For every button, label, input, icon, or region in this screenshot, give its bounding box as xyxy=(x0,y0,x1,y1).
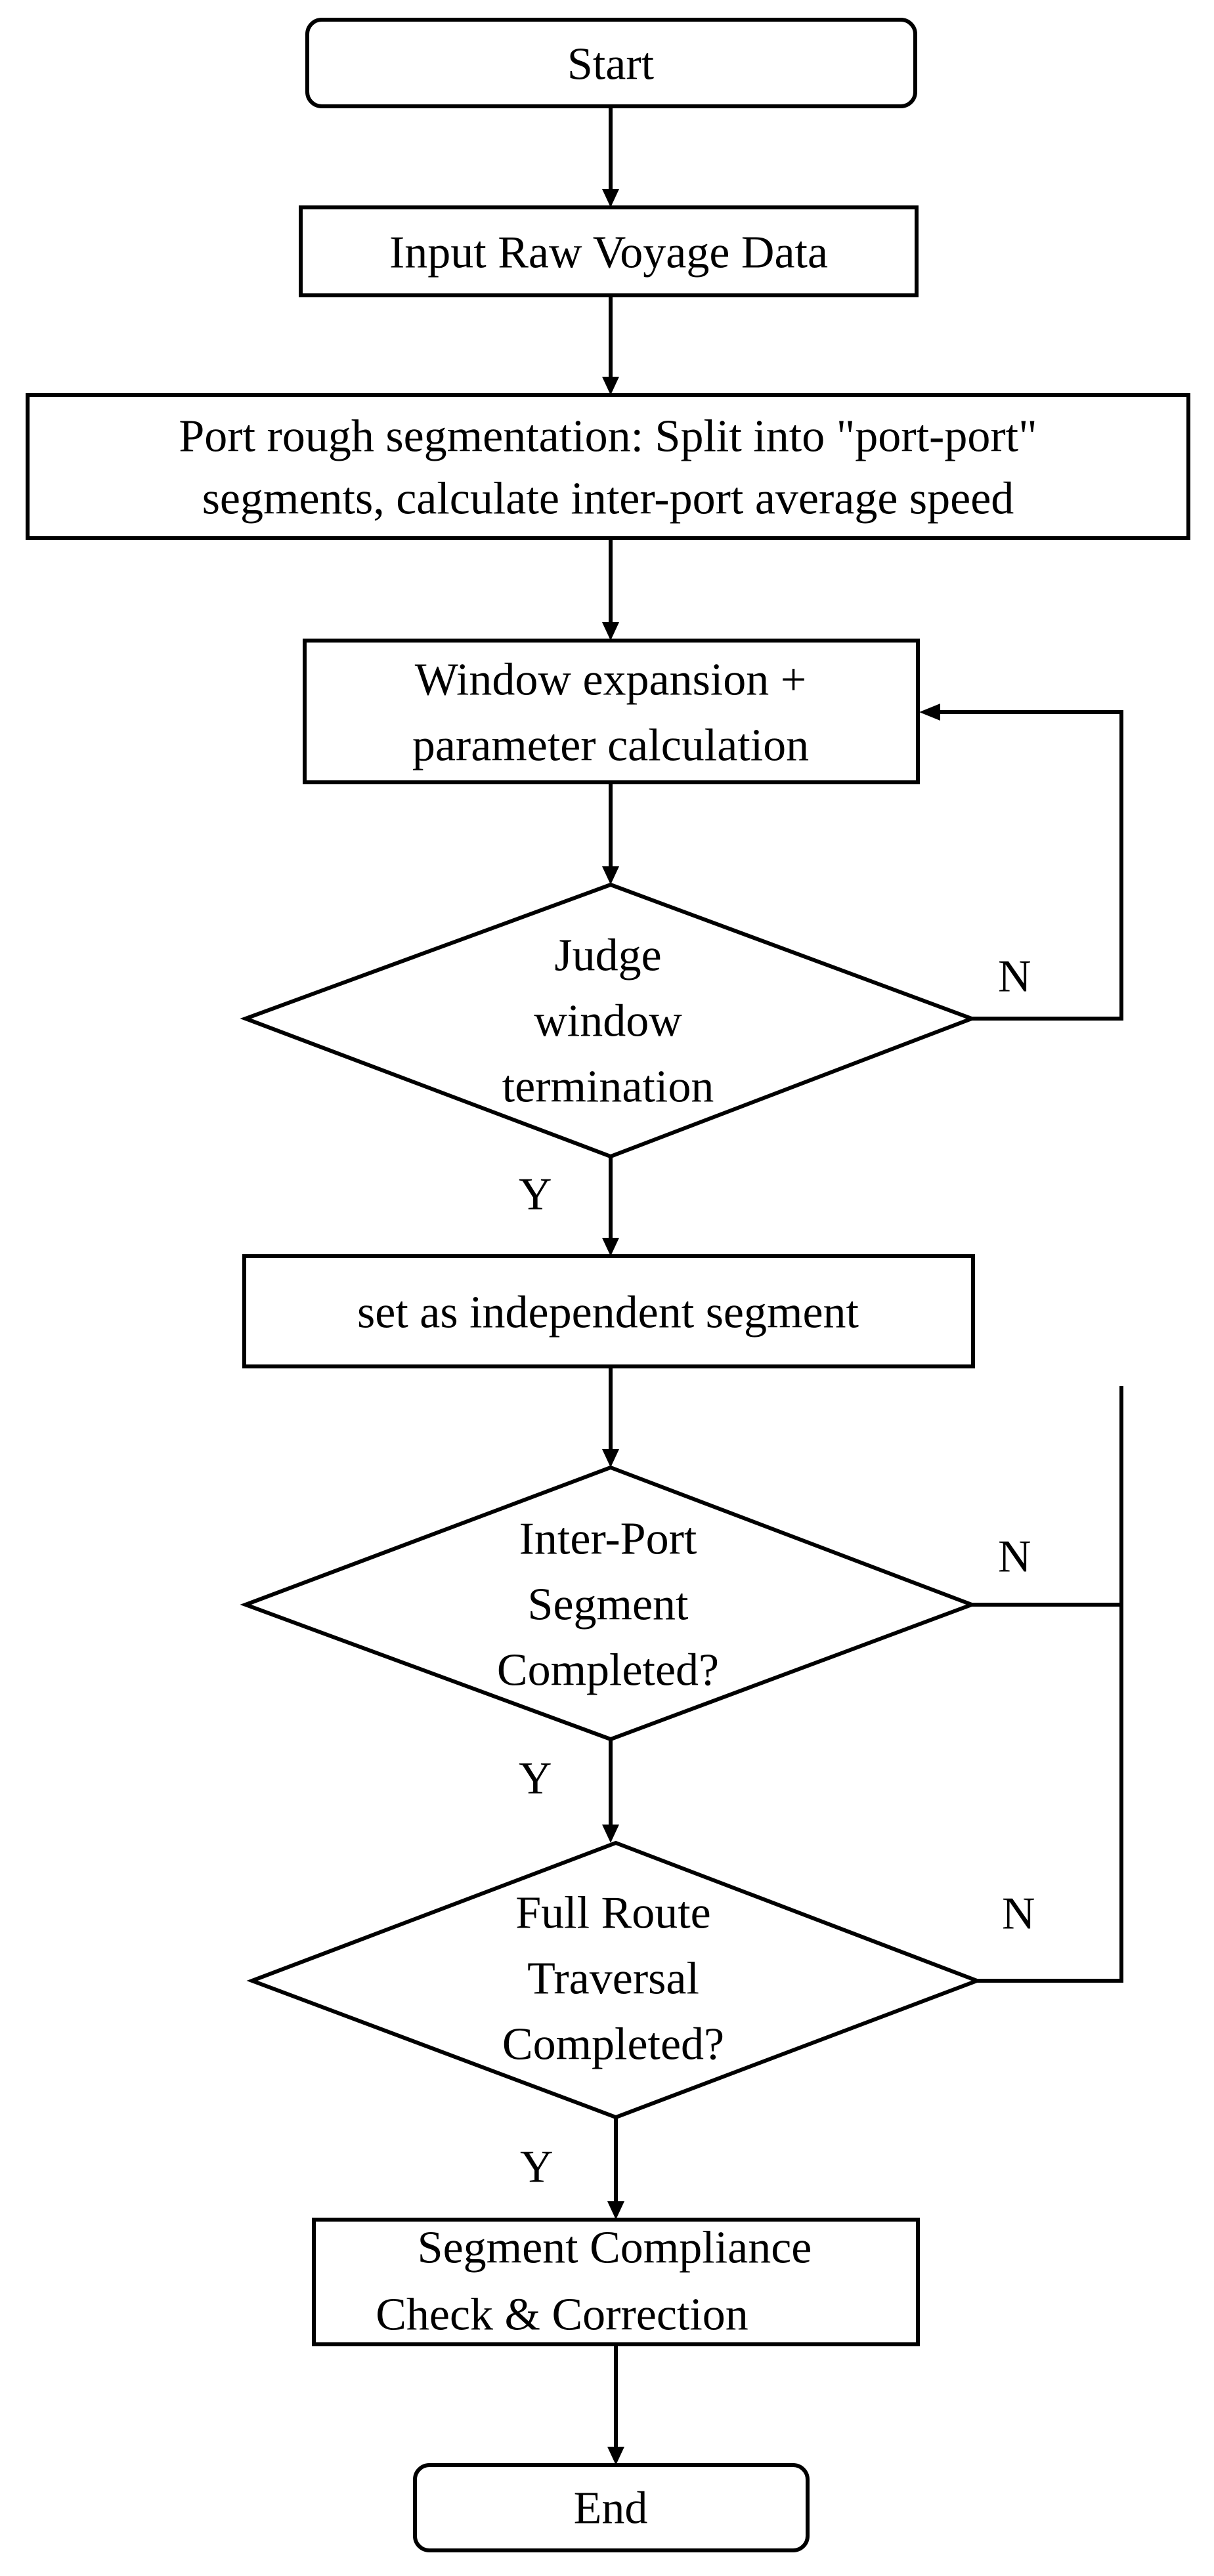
end-node xyxy=(413,2463,810,2552)
input-node xyxy=(299,205,919,297)
compliance-label-1: Segment Compliance xyxy=(418,2223,812,2273)
edge-interport-n-loop xyxy=(972,1386,1123,1607)
interport-label-3: Completed? xyxy=(497,1645,719,1696)
window-node xyxy=(303,639,920,784)
fullroute-label-3: Completed? xyxy=(502,2019,724,2070)
arrowhead-end xyxy=(607,2447,624,2465)
end-label: End xyxy=(574,2483,648,2534)
arrowhead-window xyxy=(602,622,619,641)
port-segmentation-label-2: segments, calculate inter-port average s… xyxy=(202,474,1014,524)
independent-segment-node xyxy=(242,1254,975,1368)
interport-label-1: Inter-Port xyxy=(519,1514,697,1565)
judge-decision xyxy=(240,882,978,1159)
arrowhead-portseg xyxy=(602,377,619,395)
arrowhead-independent xyxy=(602,1238,619,1256)
fullroute-yes-label: Y xyxy=(520,2142,553,2193)
port-segmentation-node xyxy=(26,393,1190,540)
judge-no-label: N xyxy=(998,952,1031,1002)
fullroute-no-label: N xyxy=(1002,1889,1035,1939)
judge-label-3: termination xyxy=(502,1062,714,1112)
edge-judge-n-loop xyxy=(939,710,1123,1021)
interport-yes-label: Y xyxy=(519,1754,552,1804)
arrowhead-input xyxy=(602,189,619,207)
interport-no-label: N xyxy=(998,1532,1031,1582)
judge-label-2: window xyxy=(534,996,682,1047)
independent-label: set as independent segment xyxy=(357,1288,859,1338)
connectors xyxy=(602,106,1123,2465)
fullroute-label-1: Full Route xyxy=(515,1888,711,1939)
window-label-1: Window expansion + xyxy=(415,655,807,706)
judge-yes-label: Y xyxy=(519,1170,552,1220)
compliance-node xyxy=(312,2218,920,2346)
arrowhead-loop-window xyxy=(919,704,940,721)
judge-label-1: Judge xyxy=(554,931,661,981)
compliance-label-2: Check & Correction xyxy=(376,2290,748,2340)
port-segmentation-label-1: Port rough segmentation: Split into "por… xyxy=(179,412,1037,462)
input-label: Input Raw Voyage Data xyxy=(389,228,828,278)
interport-decision xyxy=(240,1465,978,1742)
arrowhead-judge xyxy=(602,866,619,885)
start-label: Start xyxy=(567,39,655,90)
arrowhead-interport xyxy=(602,1449,619,1467)
arrowhead-fullroute xyxy=(602,1825,619,1843)
edge-fullroute-n-loop xyxy=(977,1603,1123,1983)
fullroute-decision xyxy=(246,1840,983,2120)
arrowhead-compliance xyxy=(607,2201,624,2220)
fullroute-label-2: Traversal xyxy=(527,1954,699,2004)
start-node xyxy=(305,18,917,108)
interport-label-2: Segment xyxy=(528,1580,689,1630)
window-label-2: parameter calculation xyxy=(412,721,809,771)
